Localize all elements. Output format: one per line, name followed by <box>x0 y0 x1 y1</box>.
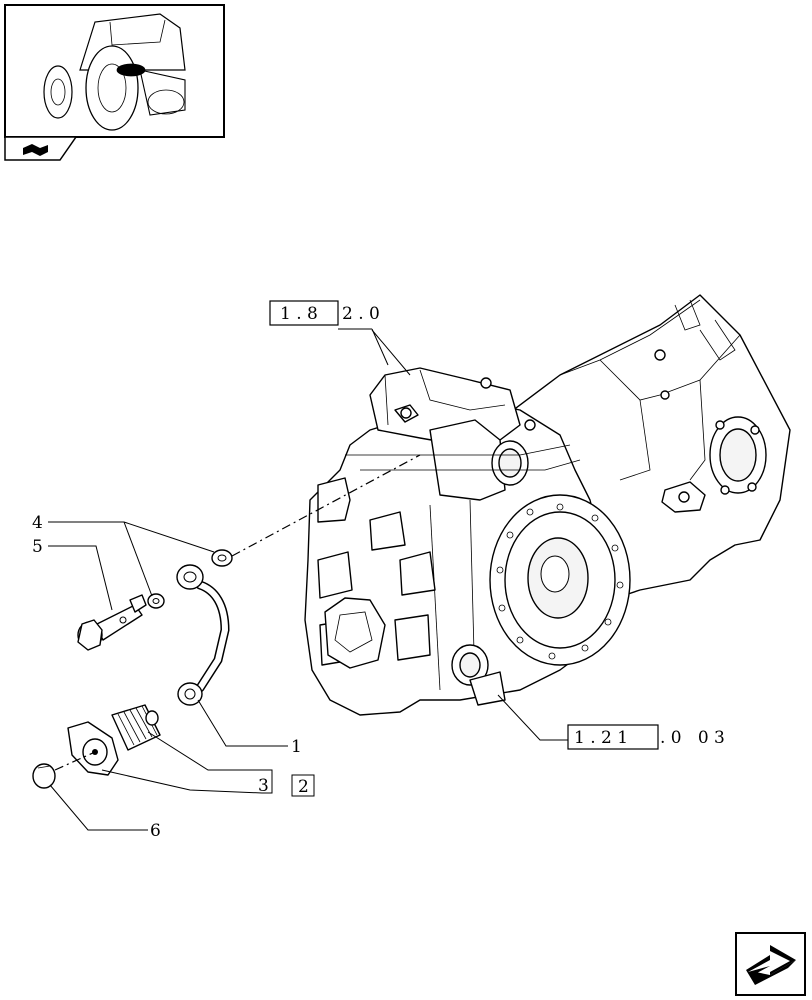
callout-2-box[interactable]: 2 <box>291 774 315 797</box>
ref-top[interactable]: 1 . 8 2 . 0 <box>269 300 380 326</box>
next-page-button[interactable] <box>735 932 806 996</box>
section-tab[interactable] <box>4 136 78 161</box>
callout-1[interactable]: 1 <box>291 737 302 757</box>
callout-4[interactable]: 4 <box>32 513 43 533</box>
section-arrow-icon <box>23 144 48 156</box>
callout-3[interactable]: 3 <box>258 776 269 796</box>
tractor-thumbnail[interactable] <box>4 4 225 138</box>
strainer-filter <box>111 704 161 751</box>
cover-plug <box>32 763 56 789</box>
filter-cover <box>67 721 119 776</box>
ref-bottom-rest: . 0 0 3 <box>660 728 725 748</box>
callout-6[interactable]: 6 <box>150 821 161 841</box>
oil-pipe <box>176 564 230 706</box>
leader-lines <box>48 328 568 831</box>
callout-5[interactable]: 5 <box>32 537 43 557</box>
cover-centerline <box>54 751 96 771</box>
assembly-centerline <box>231 454 421 557</box>
ref-bottom-boxed: 1 . 2 1 <box>574 728 628 748</box>
transmission-housing <box>304 294 791 716</box>
sealing-washer-lower <box>147 593 165 609</box>
sealing-washer-upper <box>211 549 233 567</box>
banjo-bolt <box>77 594 147 651</box>
tractor-icon <box>43 13 186 131</box>
ref-top-boxed: 1 . 8 <box>280 304 318 324</box>
callout-2[interactable]: 2 <box>298 777 309 797</box>
next-page-arrow-icon <box>746 945 796 985</box>
ref-bottom[interactable]: 1 . 2 1 . 0 0 3 <box>567 724 725 750</box>
ref-top-rest: 2 . 0 <box>342 304 380 324</box>
